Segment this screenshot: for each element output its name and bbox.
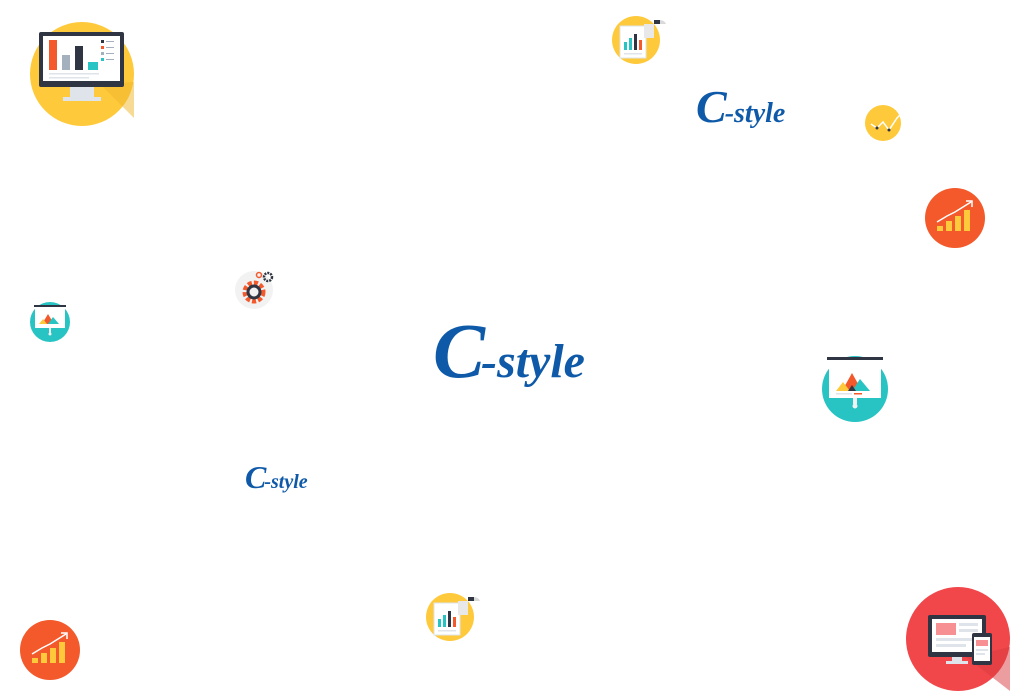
brand-logo-text: -style — [264, 471, 308, 493]
brand-logo-small: C-style — [245, 461, 308, 493]
brand-logo-letter: C — [245, 459, 267, 495]
report-document-icon — [426, 593, 482, 641]
brand-logo-top-right: C-style — [696, 84, 785, 130]
growth-bar-chart-icon — [20, 620, 80, 680]
brand-logo-text: -style — [481, 335, 585, 388]
responsive-devices-icon — [906, 587, 1010, 691]
monitor-bar-chart-icon — [30, 22, 134, 126]
gears-icon — [234, 268, 278, 312]
trend-line-icon — [865, 104, 907, 142]
presentation-board-icon — [30, 302, 70, 342]
report-document-icon — [612, 16, 668, 64]
brand-logo-letter: C — [433, 307, 486, 394]
brand-logo-large: C-style — [433, 312, 585, 390]
brand-logo-letter: C — [696, 81, 727, 132]
growth-bar-chart-icon — [925, 188, 985, 248]
brand-logo-text: -style — [724, 98, 786, 129]
presentation-board-icon — [822, 355, 888, 422]
